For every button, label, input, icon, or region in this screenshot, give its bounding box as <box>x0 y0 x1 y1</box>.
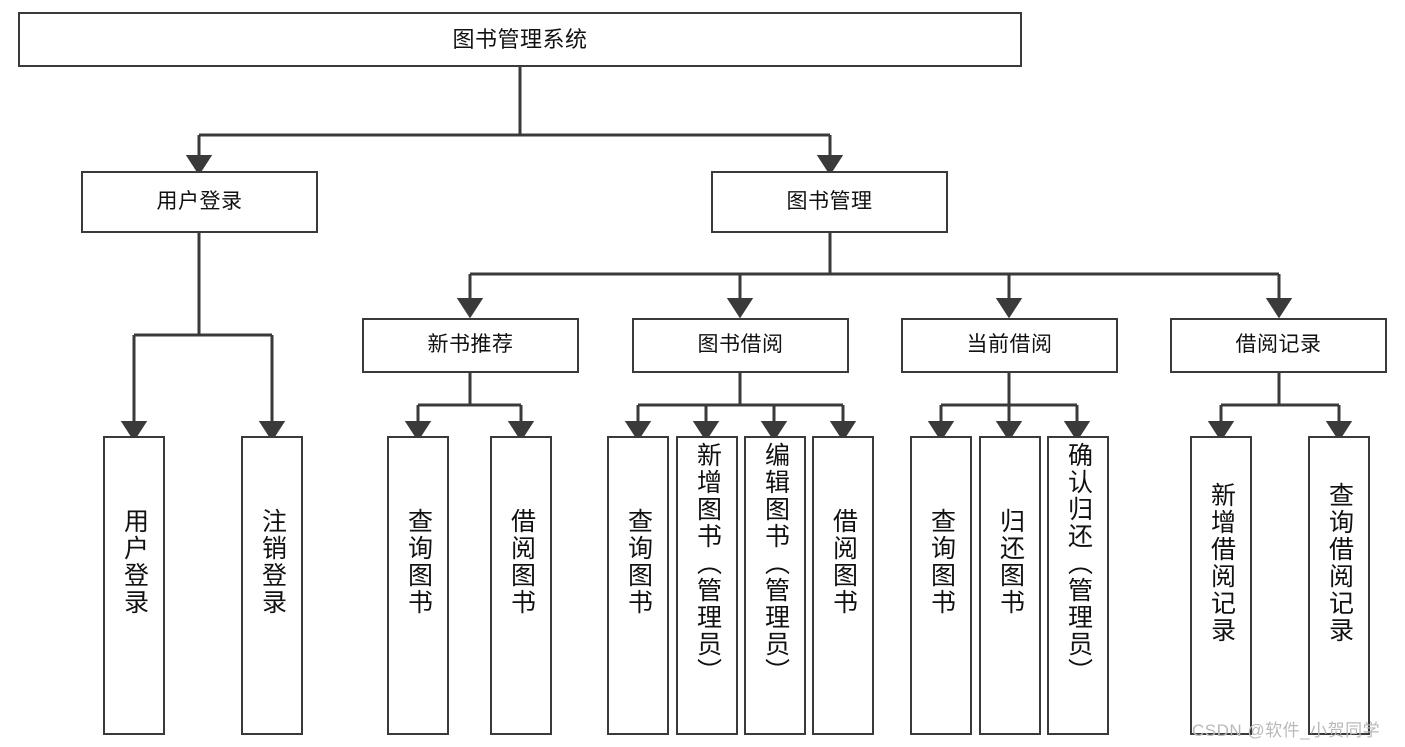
node-leaf-borrow-books-bw[interactable]: 借阅图书 <box>812 436 874 735</box>
node-label: 新增图书（管理员） <box>693 442 722 685</box>
node-label: 查询图书 <box>404 508 433 616</box>
node-label: 借阅图书 <box>829 508 858 616</box>
node-label: 新增借阅记录 <box>1207 482 1236 644</box>
node-label: 编辑图书（管理员） <box>761 442 790 685</box>
node-label: 注销登录 <box>258 508 287 616</box>
node-leaf-add-borrow-record[interactable]: 新增借阅记录 <box>1190 436 1252 735</box>
node-label: 图书借阅 <box>697 333 784 357</box>
node-label: 用户登录 <box>120 508 149 616</box>
node-label: 图书管理系统 <box>452 26 588 52</box>
node-user-login[interactable]: 用户登录 <box>81 171 318 233</box>
node-label: 借阅图书 <box>507 508 536 616</box>
node-label: 当前借阅 <box>966 333 1053 357</box>
node-leaf-query-borrow-record[interactable]: 查询借阅记录 <box>1308 436 1370 735</box>
node-current-borrowing[interactable]: 当前借阅 <box>901 318 1118 373</box>
node-leaf-query-books-cur[interactable]: 查询图书 <box>910 436 972 735</box>
node-leaf-return-books[interactable]: 归还图书 <box>979 436 1041 735</box>
node-label: 查询图书 <box>927 508 956 616</box>
node-leaf-add-book-admin[interactable]: 新增图书（管理员） <box>676 436 738 735</box>
node-leaf-edit-book-admin[interactable]: 编辑图书（管理员） <box>744 436 806 735</box>
node-label: 查询图书 <box>624 508 653 616</box>
node-label: 图书管理 <box>786 189 873 213</box>
node-leaf-logout[interactable]: 注销登录 <box>241 436 303 735</box>
node-label: 用户登录 <box>156 189 243 213</box>
node-leaf-query-books-nb[interactable]: 查询图书 <box>387 436 449 735</box>
node-leaf-query-books-bw[interactable]: 查询图书 <box>607 436 669 735</box>
node-label: 新书推荐 <box>427 333 514 357</box>
node-leaf-borrow-books-nb[interactable]: 借阅图书 <box>490 436 552 735</box>
node-leaf-user-login[interactable]: 用户登录 <box>103 436 165 735</box>
node-label: 归还图书 <box>996 508 1025 616</box>
node-new-book-recommendation[interactable]: 新书推荐 <box>362 318 579 373</box>
node-label: 查询借阅记录 <box>1325 482 1354 644</box>
node-book-management[interactable]: 图书管理 <box>711 171 948 233</box>
node-book-borrowing[interactable]: 图书借阅 <box>632 318 849 373</box>
node-leaf-confirm-return-admin[interactable]: 确认归还（管理员） <box>1047 436 1109 735</box>
node-root-system[interactable]: 图书管理系统 <box>18 12 1022 67</box>
node-label: 借阅记录 <box>1235 333 1322 357</box>
node-label: 确认归还（管理员） <box>1064 442 1093 685</box>
node-borrow-records[interactable]: 借阅记录 <box>1170 318 1387 373</box>
